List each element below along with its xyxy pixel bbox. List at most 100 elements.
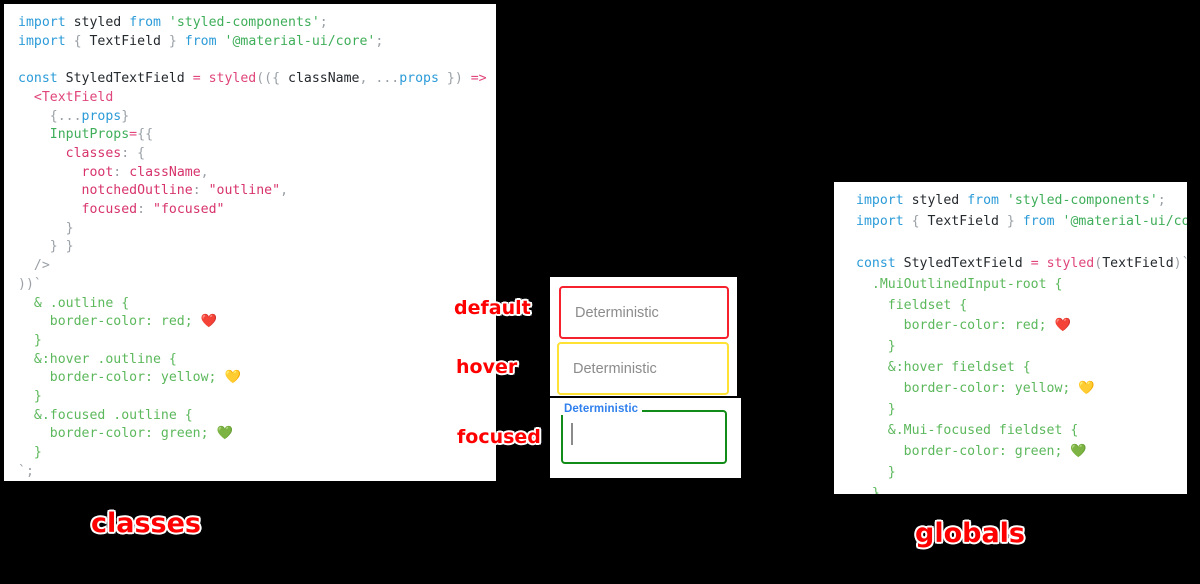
code-token [18,314,50,329]
code-token: } [887,339,896,355]
code-token [856,339,888,354]
code-token: classes [65,145,122,161]
code-token [856,423,888,438]
code-line: border-color: green; 💚 [856,442,1187,463]
code-line [18,51,496,70]
code-token [161,15,169,30]
textfield-default[interactable]: Deterministic [559,286,729,339]
code-token: &.focused .outline { [33,407,193,423]
code-line: &:hover fieldset { [856,358,1187,379]
code-line: InputProps={{ [18,126,496,145]
code-token: } [887,402,896,418]
code-token [217,34,225,49]
code-line: } [18,332,496,351]
code-token: ` [33,276,42,292]
code-token: ` [18,463,26,479]
code-token: border-color: red; [49,314,201,330]
code-token [18,389,34,404]
code-line: } [856,484,1187,494]
annotation-state-hover: hover [454,355,518,380]
code-line: } [856,337,1187,358]
code-line: border-color: yellow; 💛 [856,379,1187,400]
code-token: ; [25,463,34,479]
code-token: border-color: green; [903,443,1071,459]
textfield-hover-text: Deterministic [573,360,657,377]
code-line: border-color: yellow; 💛 [18,369,496,388]
code-panel-classes: import styled from 'styled-components';i… [4,4,496,481]
code-line: notchedOutline: "outline", [18,182,496,201]
annotation-caption-globals: globals [913,517,1026,551]
code-line: import { TextField } from '@material-ui/… [18,33,496,52]
code-token: border-color: yellow; [49,370,225,386]
code-token: ❤️ [200,314,218,330]
code-token: ( [1094,255,1103,271]
code-token: from [129,15,161,30]
code-line: root: className, [18,164,496,183]
code-token: } [33,445,42,461]
code-token: .MuiOutlinedInput-root { [871,276,1063,292]
code-line: } [18,388,496,407]
textfield-hover[interactable]: Deterministic [557,342,729,395]
textfield-focused[interactable] [561,410,727,464]
code-token: import [856,213,904,229]
code-token: : [137,202,146,218]
code-panel-globals: import styled from 'styled-components';i… [834,182,1187,494]
code-token: } [65,220,74,236]
code-token: ; [375,33,384,49]
code-token: styled [911,193,960,208]
code-token: from [1022,213,1055,229]
code-token: 💛 [224,370,241,386]
annotation-state-focused: focused [456,425,543,450]
code-token: { [73,33,82,49]
code-token: , [200,164,209,180]
code-token: root [81,164,114,180]
code-token: className [129,164,201,180]
code-token [18,183,82,198]
code-token: ) [1173,255,1182,271]
code-token [904,193,912,208]
code-token: = [192,71,201,87]
code-token: : [121,145,130,161]
code-token: &:hover .outline { [33,351,177,367]
code-token [18,258,34,273]
code-token: ; [319,15,328,30]
code-line: import { TextField } from '@material-ui/… [856,212,1187,233]
code-token: ; [1157,193,1166,208]
code-token: } [871,485,880,494]
code-token [18,426,50,441]
code-token [18,370,50,385]
code-token: const [856,255,896,271]
code-token: '@material-ui/core' [224,33,376,49]
code-token: styled [1046,255,1095,271]
code-line: } [856,400,1187,421]
code-token: = [1030,255,1039,271]
code-token [18,165,82,180]
code-token: : [113,164,122,180]
code-token: ... [375,71,400,87]
code-token [18,333,34,348]
code-token: notchedOutline [81,183,193,199]
code-token: } [1006,213,1015,229]
code-token: border-color: green; [49,426,217,442]
code-block-globals: import styled from 'styled-components';i… [856,191,1187,494]
code-token: ) [454,71,463,87]
code-token: import [18,33,66,49]
code-token [121,15,129,30]
code-line: focused: "focused" [18,201,496,220]
code-token: } [33,332,42,348]
code-token: StyledTextField [57,71,193,87]
code-token [856,381,904,396]
code-token [856,444,904,459]
code-token: 💚 [216,426,233,442]
code-token [856,277,872,292]
code-token: = [129,127,138,143]
code-token: : [192,183,201,199]
code-token: from [184,33,217,49]
code-token: {{ [137,127,154,143]
code-line: import styled from 'styled-components'; [18,14,496,33]
code-token: 'styled-components' [168,15,320,30]
code-token: { [137,145,146,161]
code-token [18,90,34,105]
code-token [999,193,1007,208]
code-token [1039,256,1047,271]
